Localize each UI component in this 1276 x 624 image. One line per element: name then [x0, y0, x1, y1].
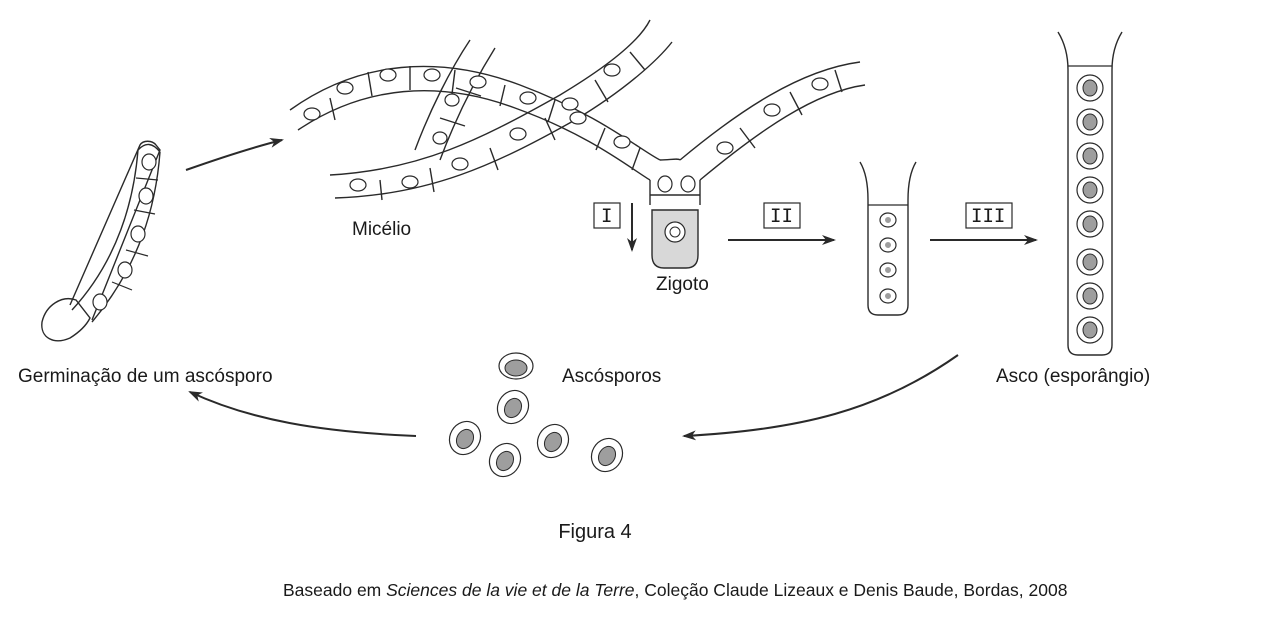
source-suffix: , Coleção Claude Lizeaux e Denis Baude, … [634, 580, 1068, 600]
label-asco: Asco (esporângio) [996, 366, 1150, 387]
step-label-2: II [770, 205, 793, 227]
step-box-3 [965, 202, 1013, 229]
arrow-asco-to-spores [682, 354, 959, 441]
step-box-2 [763, 202, 801, 229]
source-prefix: Baseado em [283, 580, 387, 600]
arrow-spores-to-germination [188, 391, 417, 437]
germinating-ascospore [41, 140, 161, 342]
zygote [651, 209, 699, 269]
label-micelio: Micélio [352, 219, 411, 240]
young-ascus [859, 161, 917, 316]
step-box-1 [593, 202, 621, 229]
mycelium [289, 19, 866, 205]
step-label-3: III [971, 205, 1005, 227]
figure-source: Baseado em Sciences de la vie et de la T… [283, 580, 1067, 601]
arrow-germination-to-mycelium [185, 138, 284, 171]
step-label-1: I [601, 205, 612, 227]
label-ascosporos: Ascósporos [562, 366, 661, 387]
mycelium-nuclei [303, 63, 829, 193]
source-title: Sciences de la vie et de la Terre [386, 580, 635, 600]
label-zigoto: Zigoto [656, 274, 709, 295]
label-germinacao: Germinação de um ascósporo [18, 366, 273, 387]
ascospores [448, 352, 624, 478]
ascus-sporangium [1057, 31, 1123, 356]
figure-caption: Figura 4 [558, 521, 632, 543]
